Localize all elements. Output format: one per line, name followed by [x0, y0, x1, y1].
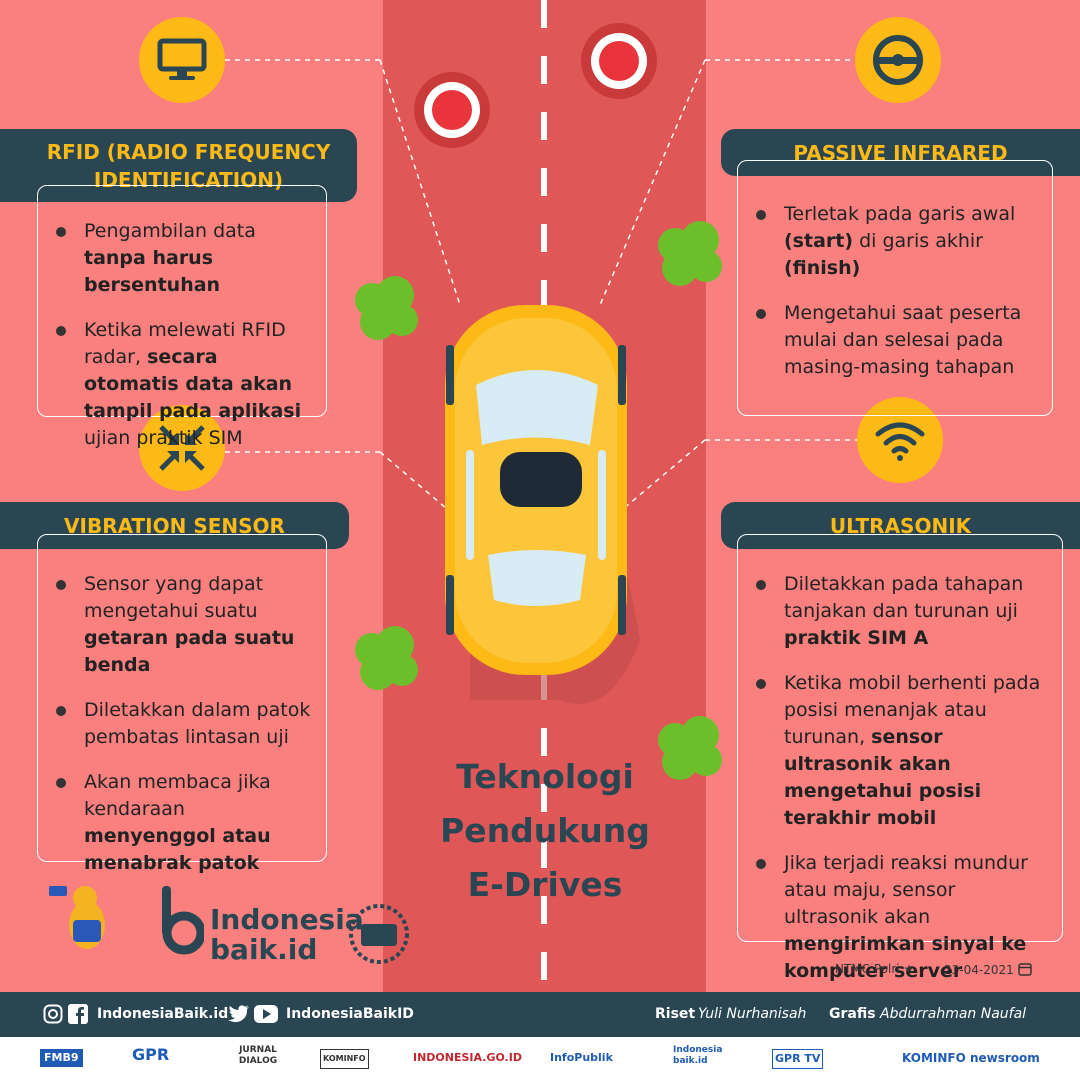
partner-gpr: GPR — [132, 1045, 170, 1064]
footer-handle-right[interactable]: IndonesiaBaikID — [286, 1006, 414, 1022]
vibration-sensor-box: Sensor yang dapat mengetahui suatu getar… — [37, 534, 327, 874]
main-title-line-2: Pendukung — [440, 811, 650, 850]
youtube-icon[interactable] — [254, 1005, 278, 1023]
grafis-label: Grafis — [829, 1006, 876, 1022]
signal-light-right — [581, 23, 657, 99]
list-item: Diletakkan pada tahapan tanjakan dan tur… — [752, 571, 1054, 652]
vibration-sensor-title: VIBRATION SENSOR — [64, 513, 285, 538]
arrows-inward-icon — [139, 405, 225, 491]
vibration-sensor-list: Sensor yang dapat mengetahui suatu getar… — [52, 571, 314, 877]
rfid-box: Pengambilan data tanpa harus bersentuhan… — [37, 185, 327, 449]
list-item-text: mengirimkan sinyal ke komputer server — [784, 933, 1027, 982]
rfid-title-line-2: IDENTIFICATION) — [93, 167, 284, 192]
ultrasonik-title: ULTRASONIK — [829, 513, 972, 538]
partner-fmb9: FMB9 — [40, 1049, 83, 1067]
instagram-icon[interactable] — [43, 1004, 63, 1024]
list-item-text: Sensor yang dapat mengetahui suatu — [84, 573, 264, 622]
list-item-text: getaran pada suatu benda — [84, 627, 295, 676]
list-item-text: Terletak pada garis awal — [784, 203, 1016, 225]
riset-name: Yuli Nurhanisah — [698, 1006, 807, 1022]
date-text: 23-04-2021 — [944, 963, 1014, 977]
indonesia-baik-logo-mark — [162, 886, 204, 955]
footer-handle-left[interactable]: IndonesiaBaik.id — [97, 1006, 229, 1022]
main-title-line-1: Teknologi — [456, 757, 634, 796]
passive-infrared-box: Terletak pada garis awal (start) di gari… — [737, 160, 1053, 416]
list-item: Terletak pada garis awal (start) di gari… — [752, 201, 1042, 282]
partner-infopublik: InfoPublik — [550, 1051, 613, 1064]
twitter-icon[interactable] — [228, 1005, 250, 1023]
source-credit: NTMC Polri ★ — [835, 962, 914, 976]
source-text: NTMC Polri — [835, 962, 900, 976]
list-item-text: Mengetahui saat peserta mulai dan selesa… — [784, 302, 1022, 378]
indonesia-baik-logo-text: Indonesia baik.id — [210, 905, 364, 965]
vibration-sensor-title-bar: VIBRATION SENSOR — [0, 502, 349, 549]
car-top-view — [445, 305, 640, 704]
list-item-text: menyenggol atau menabrak patok — [84, 825, 271, 874]
ultrasonik-title-bar: ULTRASONIK — [721, 502, 1080, 549]
list-item-text: (start) — [784, 230, 854, 252]
connector-line — [379, 59, 461, 306]
rfid-list: Pengambilan data tanpa harus bersentuhan… — [52, 218, 314, 452]
list-item-text: secara otomatis data akan tampil pada ap… — [84, 346, 302, 422]
partner-gpr-tv: GPR TV — [772, 1049, 824, 1069]
list-item-text: Ketika mobil berhenti pada posisi menanj… — [784, 672, 1041, 748]
list-item: Ketika melewati RFID radar, secara otoma… — [52, 317, 314, 452]
date-credit: 23-04-2021 — [944, 962, 1032, 977]
partner-indonesia-baik: Indonesia baik.id — [673, 1045, 723, 1066]
list-item-text: tanpa harus bersentuhan — [84, 247, 221, 296]
list-item: Ketika mobil berhenti pada posisi menanj… — [752, 670, 1054, 832]
list-item-text: Pengambilan data — [84, 220, 256, 242]
list-item-text: sensor ultrasonik akan mengetahui posisi… — [784, 726, 982, 829]
facebook-icon[interactable] — [68, 1004, 88, 1024]
monitor-icon — [139, 17, 225, 103]
main-title-line-3: E-Drives — [467, 865, 623, 904]
list-item-text: ujian praktik SIM — [84, 427, 243, 449]
main-title: Teknologi Pendukung E-Drives — [400, 750, 690, 912]
logo-line-2: baik.id — [210, 933, 318, 966]
calendar-icon — [1017, 963, 1032, 976]
list-item-text: di garis akhir — [853, 230, 983, 252]
riset-label: Riset — [655, 1006, 696, 1022]
bush — [355, 626, 418, 690]
list-item-text: Diletakkan pada tahapan tanjakan dan tur… — [784, 573, 1024, 622]
connector-line — [599, 59, 706, 306]
partner-logos: FMB9 GPR JURNAL DIALOG KOMINFO INDONESIA… — [0, 1037, 1080, 1080]
partner-indonesia-go-id: INDONESIA.GO.ID — [413, 1051, 522, 1064]
connector-line — [379, 451, 461, 521]
award-badge — [349, 904, 409, 964]
list-item-text: Jika terjadi reaksi mundur atau maju, se… — [784, 852, 1028, 928]
source-icon: ★ — [903, 962, 915, 976]
steering-wheel-icon — [855, 17, 941, 103]
bush — [355, 276, 418, 340]
passive-infrared-list: Terletak pada garis awal (start) di gari… — [752, 201, 1042, 381]
scene-graphics — [225, 23, 860, 780]
footer: IndonesiaBaik.id IndonesiaBaikID Riset Y… — [0, 992, 1080, 1037]
wifi-icon — [857, 397, 943, 483]
list-item-text: (finish) — [784, 257, 861, 279]
ultrasonik-list: Diletakkan pada tahapan tanjakan dan tur… — [752, 571, 1054, 985]
bush — [658, 221, 722, 286]
rfid-title-bar: RFID (RADIO FREQUENCY IDENTIFICATION) — [0, 129, 357, 202]
list-item: Mengetahui saat peserta mulai dan selesa… — [752, 300, 1042, 381]
list-item: Pengambilan data tanpa harus bersentuhan — [52, 218, 314, 299]
signal-light-left — [414, 72, 490, 148]
list-item: Jika terjadi reaksi mundur atau maju, se… — [752, 850, 1054, 985]
rfid-title-line-1: RFID (RADIO FREQUENCY — [46, 139, 331, 164]
partner-kominfo-newsroom: KOMINFO newsroom — [902, 1051, 1040, 1065]
ultrasonik-box: Diletakkan pada tahapan tanjakan dan tur… — [737, 534, 1063, 982]
list-item-text: Ketika melewati RFID radar, — [84, 319, 286, 368]
logo-line-1: Indonesia — [210, 903, 364, 936]
list-item: Diletakkan dalam patok pembatas lintasan… — [52, 697, 314, 751]
partner-kominfo: KOMINFO — [320, 1049, 369, 1069]
list-item-text: Akan membaca jika kendaraan — [84, 771, 271, 820]
list-item: Akan membaca jika kendaraan menyenggol a… — [52, 769, 314, 877]
list-item-text: praktik SIM A — [784, 627, 929, 649]
grafis-name: Abdurrahman Naufal — [880, 1006, 1027, 1022]
list-item: Sensor yang dapat mengetahui suatu getar… — [52, 571, 314, 679]
bush — [658, 716, 722, 780]
partner-jurnal-dialog: JURNAL DIALOG — [238, 1045, 278, 1066]
list-item-text: Diletakkan dalam patok pembatas lintasan… — [84, 699, 311, 748]
mascot-illustration — [49, 886, 105, 949]
